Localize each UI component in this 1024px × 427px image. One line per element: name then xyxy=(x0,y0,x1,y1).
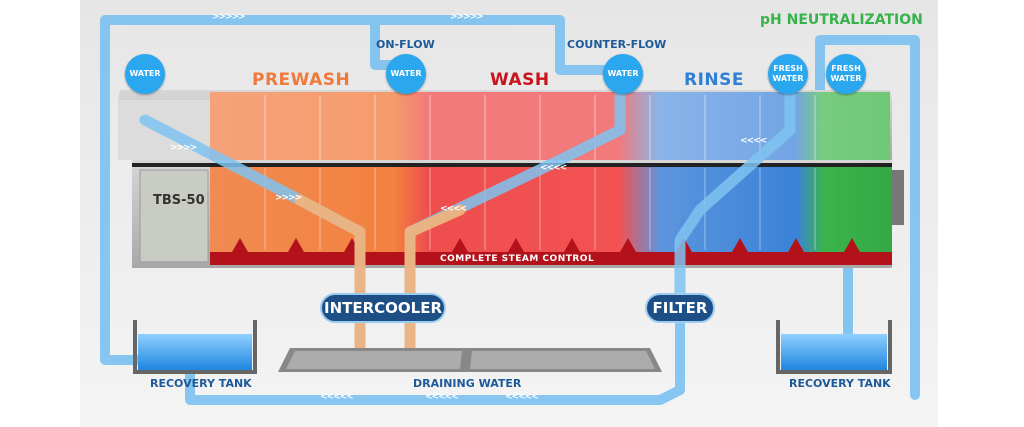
flow-arrows: <<<<< xyxy=(425,392,459,402)
zone-label-wash: WASH xyxy=(490,70,550,90)
flow-label-on-flow: ON-FLOW xyxy=(376,38,435,51)
zone-label-prewash: PREWASH xyxy=(252,70,351,90)
machine-hood xyxy=(210,92,890,162)
machine-end-cap xyxy=(892,170,904,225)
body-dividers xyxy=(264,168,816,250)
pipe-rinse-filter xyxy=(674,84,796,306)
flow-arrows: >>>>> xyxy=(450,12,484,22)
control-cabinet xyxy=(139,169,209,263)
fresh-water-ph: FRESH WATER xyxy=(826,54,866,94)
steam-burners xyxy=(232,238,860,252)
flow-arrows: <<<<< xyxy=(505,392,539,402)
flow-arrows: <<<< xyxy=(740,136,767,146)
flow-arrows: <<<< xyxy=(440,204,467,214)
recovery-tank-right-shape xyxy=(776,320,892,374)
hood-dividers xyxy=(264,95,816,160)
filter-label: FILTER xyxy=(645,293,715,323)
pipe-left-loop xyxy=(100,15,408,365)
water-inlet-left: WATER xyxy=(125,54,165,94)
machine-model: TBS-50 xyxy=(153,193,205,208)
flow-arrows: >>>> xyxy=(170,143,197,153)
flow-arrows: <<<< xyxy=(540,163,567,173)
zone-label-ph: pH NEUTRALIZATION xyxy=(760,12,923,28)
steam-bar xyxy=(210,252,892,265)
fresh-water-rinse: FRESH WATER xyxy=(768,54,808,94)
pipe-bottom-return xyxy=(185,295,685,405)
steam-bar-label: COMPLETE STEAM CONTROL xyxy=(440,254,595,264)
zone-label-rinse: RINSE xyxy=(684,70,744,90)
recovery-tank-right-label: RECOVERY TANK xyxy=(789,377,891,390)
drain-grate xyxy=(278,348,662,372)
pipe-right-loop xyxy=(815,35,920,400)
flow-arrows: >>>>> xyxy=(212,12,246,22)
pipe-top-counterflow xyxy=(370,15,625,75)
draining-water-label: DRAINING WATER xyxy=(413,377,522,390)
flow-arrows: <<<<< xyxy=(320,392,354,402)
water-inlet-counterflow: WATER xyxy=(603,54,643,94)
recovery-tank-left-shape xyxy=(133,320,257,374)
flow-label-counter-flow: COUNTER-FLOW xyxy=(567,38,667,51)
water-inlet-onflow: WATER xyxy=(386,54,426,94)
intercooler-label: INTERCOOLER xyxy=(320,293,446,323)
recovery-tank-left-label: RECOVERY TANK xyxy=(150,377,252,390)
flow-arrows: >>>> xyxy=(275,193,302,203)
